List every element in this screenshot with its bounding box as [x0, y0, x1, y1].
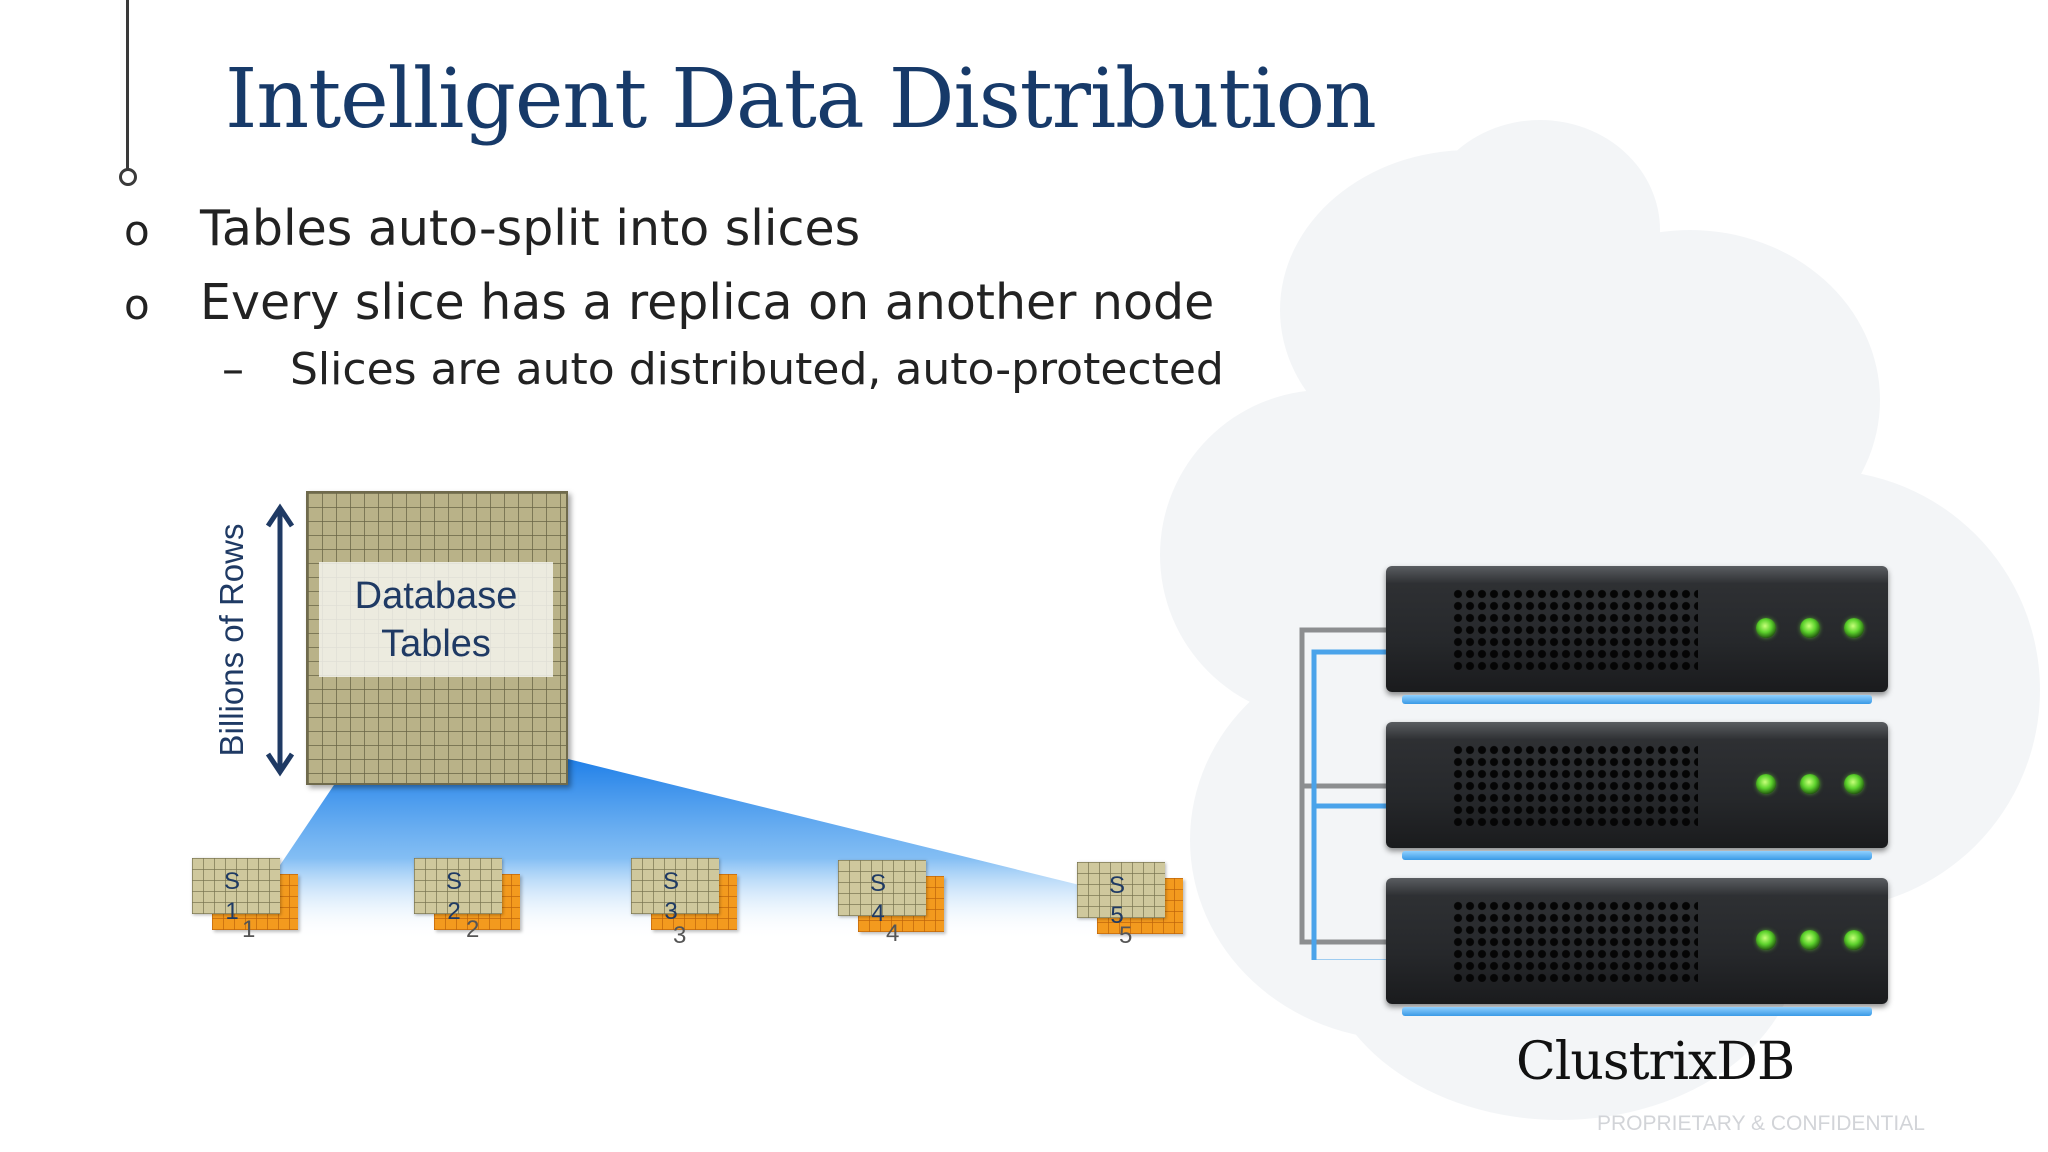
status-led-icon: [1800, 930, 1820, 950]
rows-arrow-icon: [265, 503, 295, 777]
slice-replica-label: 3: [673, 922, 687, 949]
slice-primary: [1077, 862, 1165, 918]
database-label-line2: Tables: [381, 622, 491, 665]
server-node-3: [1386, 878, 1888, 1016]
status-led-icon: [1756, 930, 1776, 950]
server-node-1: [1386, 566, 1888, 704]
server-vent: [1452, 900, 1698, 982]
status-led-icon: [1844, 618, 1864, 638]
sub-bullet-text: Slices are auto distributed, auto-protec…: [290, 344, 1224, 395]
bullet-item: o Every slice has a replica on another no…: [124, 274, 1214, 331]
server-shelf: [1402, 695, 1872, 704]
slice-primary: [192, 858, 280, 914]
slice-primary: [838, 860, 926, 916]
slice-replica-label: 4: [886, 920, 900, 947]
server-node-2: [1386, 722, 1888, 860]
bullet-marker: o: [124, 206, 150, 255]
left-rule: [126, 0, 129, 170]
slice-primary: [631, 858, 719, 914]
server-vent: [1452, 588, 1698, 670]
bullet-item: o Tables auto-split into slices: [124, 200, 860, 257]
database-table-label: Database Tables: [319, 562, 553, 677]
network-cables: [1299, 627, 1386, 960]
sub-bullet-item: –Slices are auto distributed, auto-prote…: [222, 344, 1224, 395]
bullet-text: Tables auto-split into slices: [200, 200, 861, 257]
slice-replica-label: 1: [242, 916, 256, 943]
status-led-icon: [1756, 774, 1776, 794]
sub-bullet-marker: –: [222, 344, 244, 395]
server-shelf: [1402, 1007, 1872, 1016]
status-led-icon: [1844, 774, 1864, 794]
status-led-icon: [1800, 774, 1820, 794]
slice-primary: [414, 858, 502, 914]
slice-replica-label: 2: [466, 916, 480, 943]
slice-replica-label: 5: [1119, 922, 1133, 949]
left-rule-dot: [119, 168, 137, 186]
server-shelf: [1402, 851, 1872, 860]
brand-label: ClustrixDB: [1516, 1032, 1795, 1092]
bullet-text: Every slice has a replica on another nod…: [200, 274, 1215, 331]
status-led-icon: [1756, 618, 1776, 638]
bullet-marker: o: [124, 280, 150, 329]
database-label-line1: Database: [354, 574, 518, 617]
rows-axis-label: Billions of Rows: [213, 523, 250, 757]
confidential-footer: PROPRIETARY & CONFIDENTIAL: [1597, 1112, 1925, 1135]
status-led-icon: [1844, 930, 1864, 950]
page-title: Intelligent Data Distribution: [225, 52, 1377, 147]
server-vent: [1452, 744, 1698, 826]
status-led-icon: [1800, 618, 1820, 638]
